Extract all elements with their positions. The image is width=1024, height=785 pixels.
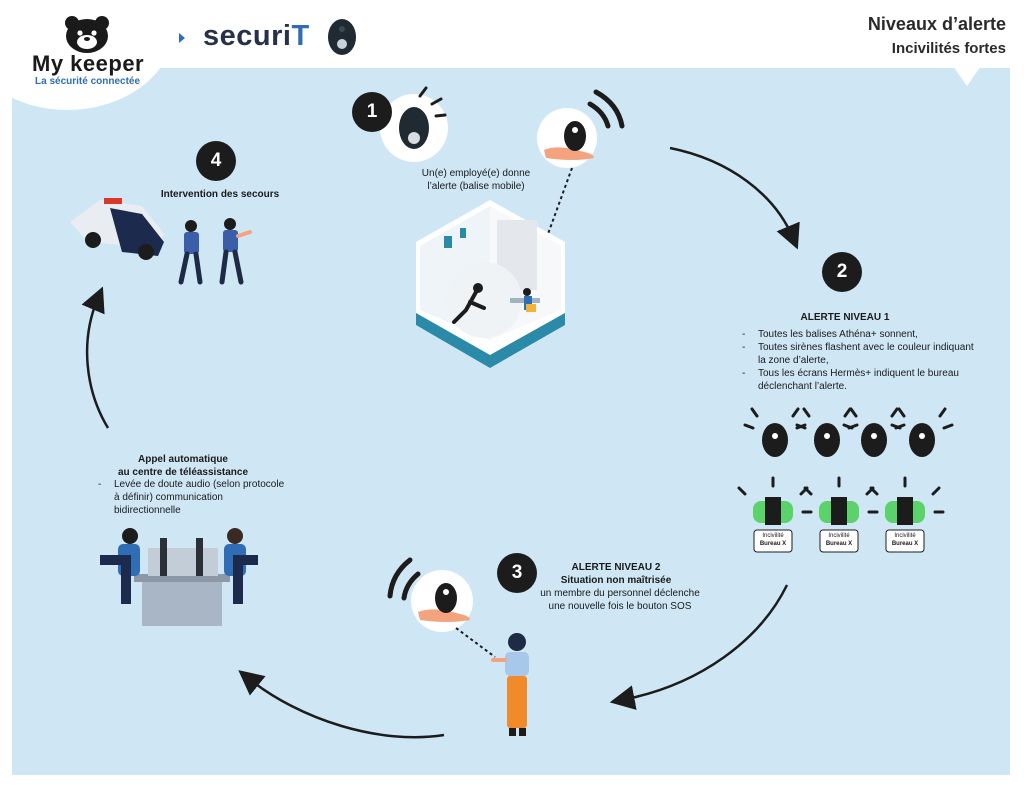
step-3-title: ALERTE NIVEAU 2 Situation non maîtrisée <box>560 562 672 586</box>
step-2-item: Tous les écrans Hermès+ indiquent le bur… <box>740 367 980 393</box>
step-2-list: Toutes les balises Athéna+ sonnent, Tout… <box>740 328 980 393</box>
page-title: Niveaux d’alerte <box>867 14 1006 34</box>
arrow-right-icon <box>179 33 185 43</box>
page-subtitle: Incivilités fortes <box>891 40 1006 57</box>
call-item: Levée de doute audio (selon protocole à … <box>96 478 286 517</box>
brand-name: My keeper <box>32 51 145 76</box>
call-list: Levée de doute audio (selon protocole à … <box>96 478 286 517</box>
beacon-icon <box>328 19 356 55</box>
step-1-text: Un(e) employé(e) donne l’alerte (balise … <box>421 168 531 192</box>
step-number-1: 1 <box>352 92 392 132</box>
step-number-4: 4 <box>196 141 236 181</box>
step-2-item: Toutes les balises Athéna+ sonnent, <box>740 328 980 341</box>
call-title: Appel automatique au centre de téléassis… <box>117 454 249 478</box>
step-number-3: 3 <box>497 553 537 593</box>
step-2-item: Toutes sirènes flashent avec le couleur … <box>740 341 980 367</box>
step-4-text: Intervention des secours <box>160 189 280 200</box>
step-3-text: un membre du personnel déclenche une nou… <box>540 588 700 612</box>
product-logo: securiT <box>203 20 310 52</box>
step-number-2: 2 <box>822 252 862 292</box>
header-notch <box>953 66 981 86</box>
step-2-title: ALERTE NIVEAU 1 <box>800 312 890 323</box>
brand-tagline: La sécurité connectée <box>35 76 141 87</box>
